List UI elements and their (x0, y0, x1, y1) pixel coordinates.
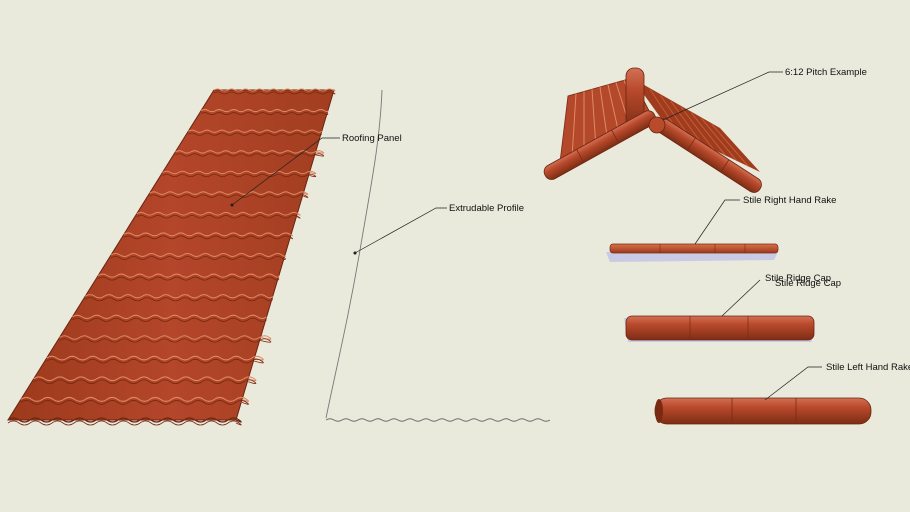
pitch-example-label: 6:12 Pitch Example (785, 67, 867, 78)
ridge-cap-piece (624, 315, 815, 342)
panel-course-line (162, 170, 317, 175)
panel-course-line (213, 88, 336, 92)
ridge-cap-label-b: Stile Ridge Cap (775, 278, 841, 289)
pitch-example-leader (662, 71, 783, 121)
pitch-course-line (670, 100, 703, 145)
left-rake-label: Stile Left Hand Rake (826, 362, 910, 373)
ridge-cap-leader (721, 279, 761, 317)
panel-tile-rows (7, 88, 336, 426)
panel-course-line (200, 109, 329, 113)
panel-course-line (187, 129, 323, 133)
panel-bottom-wave (7, 417, 242, 423)
left-rake-piece (654, 397, 872, 425)
panel-course-shadow (162, 173, 317, 178)
panel-course-line (149, 191, 309, 195)
panel-course-shadow (175, 153, 325, 157)
panel-course-shadow (136, 214, 301, 219)
right-rake-leader (694, 199, 740, 245)
leader-lines (230, 71, 822, 401)
roofing-panel-leader (231, 137, 340, 206)
panel-course-line (20, 396, 250, 402)
pitch-course-line (711, 123, 749, 167)
panel-course-shadow (97, 276, 280, 281)
panel-course-shadow (110, 256, 286, 260)
panel-course-shadow (200, 112, 329, 116)
extrudable-profile-leader (354, 207, 447, 254)
panel-course-line (33, 376, 257, 382)
panel-course-shadow (33, 379, 257, 385)
pitch-course-line (690, 112, 726, 156)
left-rake-leader (764, 366, 822, 401)
panel-course-shadow (72, 317, 267, 322)
panel-course-shadow (123, 235, 293, 240)
profile-wave-line (325, 418, 551, 422)
pitch-example-model (543, 67, 762, 193)
panel-course-line (123, 232, 294, 237)
pitch-course-line (571, 93, 577, 158)
roofing-panel-label: Roofing Panel (342, 133, 402, 144)
pitch-course-line (680, 106, 715, 151)
panel-course-line (72, 314, 267, 320)
extrudable-profile-label: Extrudable Profile (449, 203, 524, 214)
right-rake-piece (606, 243, 779, 262)
panel-course-shadow (149, 194, 309, 198)
pitch-course-line (591, 89, 597, 148)
panel-course-line (84, 294, 274, 299)
roofing-panel (7, 88, 336, 426)
right-rake-label: Stile Right Hand Rake (743, 195, 836, 206)
panel-course-shadow (213, 91, 336, 95)
panel-course-line (136, 211, 301, 216)
panel-course-line (97, 273, 280, 278)
panel-course-shadow (85, 297, 274, 302)
ridge-cap-label-a: Stile Ridge Cap (765, 273, 831, 284)
panel-course-shadow (46, 358, 264, 364)
panel-course-shadow (59, 338, 272, 343)
panel-course-line (59, 335, 272, 340)
panel-course-line (110, 253, 286, 257)
pitch-course-line (701, 118, 738, 162)
panel-course-shadow (7, 420, 242, 426)
panel-course-shadow (188, 132, 323, 136)
panel-course-shadow (20, 400, 249, 405)
panel-course-line (46, 355, 264, 361)
